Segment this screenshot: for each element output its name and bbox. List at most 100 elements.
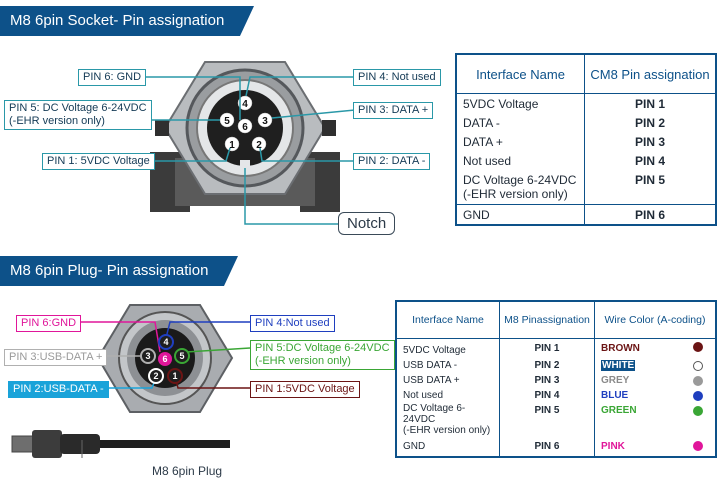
socket-line-pin6 <box>140 76 241 120</box>
plug-row2-pin: PIN 2 <box>499 358 595 373</box>
plug-pin-3 <box>140 348 156 364</box>
wire-color-dot <box>693 376 703 386</box>
socket-row5-name-line1: DC Voltage 6-24VDC <box>463 173 577 187</box>
socket-row1-name: 5VDC Voltage <box>455 93 585 113</box>
table-row: GND PIN 6 <box>455 204 716 225</box>
table-row: 5VDC Voltage PIN 1 BROWN <box>395 338 716 358</box>
socket-row5-pin: PIN 5 <box>584 170 716 205</box>
plug-connector-tip <box>11 435 35 453</box>
plug-callout-pin5-line1: PIN 5:DC Voltage 6-24VDC <box>255 342 390 354</box>
plug-callout-pin3: PIN 3:USB-DATA + <box>4 349 108 366</box>
socket-tab-right <box>322 120 336 136</box>
socket-callout-pin2: PIN 2: DATA - <box>353 153 431 170</box>
socket-notch <box>240 160 250 172</box>
plug-row6-color: PINK <box>594 436 716 457</box>
table-row: Not used PIN 4 <box>455 151 716 170</box>
table-row: DATA + PIN 3 <box>455 132 716 151</box>
plug-pin-num-6: 6 <box>162 354 167 364</box>
socket-pin-num-5: 5 <box>224 116 230 127</box>
socket-row1-pin: PIN 1 <box>584 93 716 113</box>
plug-row5-color-name: GREEN <box>601 405 637 416</box>
plug-callout-pin6: PIN 6:GND <box>16 315 82 332</box>
socket-pin-num-6: 6 <box>242 122 248 133</box>
plug-callout-pin2-text: PIN 2:USB-DATA - <box>13 383 104 395</box>
plug-callout-pin2: PIN 2:USB-DATA - <box>8 381 109 398</box>
plug-row4-name: Not used <box>395 388 500 403</box>
plug-callout-pin3-text: PIN 3:USB-DATA + <box>9 351 103 363</box>
plug-pin-4 <box>158 334 174 350</box>
plug-line-pin5 <box>185 347 251 353</box>
table-row: 5VDC Voltage PIN 1 <box>455 93 716 113</box>
plug-row5-color: GREEN <box>594 403 716 436</box>
plug-row1-color-name: BROWN <box>601 343 640 354</box>
plug-connector-nut <box>32 430 62 458</box>
plug-row5-name-line2: (-EHR version only) <box>403 425 491 436</box>
socket-callout-pin4: PIN 4: Not used <box>353 69 441 86</box>
plug-callout-pin5-line2: (-EHR version only) <box>255 355 351 367</box>
socket-row4-pin: PIN 4 <box>584 151 716 170</box>
plug-callout-pin6-text: PIN 6:GND <box>21 317 77 329</box>
socket-callout-pin6: PIN 6: GND <box>78 69 147 86</box>
plug-pin-num-5: 5 <box>179 351 184 361</box>
socket-callout-lines <box>140 76 356 225</box>
plug-row5-pin: PIN 5 <box>499 403 595 436</box>
plug-pin-6 <box>158 352 172 366</box>
plug-pin-num-3: 3 <box>145 351 150 361</box>
table-row: USB DATA + PIN 3 GREY <box>395 373 716 388</box>
socket-row3-pin: PIN 3 <box>584 132 716 151</box>
socket-row6-name: GND <box>455 204 585 225</box>
plug-title-text: M8 6pin Plug- Pin assignation <box>10 262 209 279</box>
socket-row3-name: DATA + <box>455 132 585 151</box>
socket-pin-num-1: 1 <box>229 140 235 151</box>
socket-pin-num-3: 3 <box>262 116 268 127</box>
plug-row4-pin: PIN 4 <box>499 388 595 403</box>
socket-callout-pin1-text: PIN 1: 5VDC Voltage <box>47 155 150 167</box>
socket-callout-pin1: PIN 1: 5VDC Voltage <box>42 153 155 170</box>
wire-color-dot <box>693 391 703 401</box>
socket-row4-name: Not used <box>455 151 585 170</box>
plug-image-label: M8 6pin Plug <box>152 464 223 478</box>
socket-callout-pin3: PIN 3: DATA + <box>353 102 434 119</box>
plug-row5-name: DC Voltage 6-24VDC (-EHR version only) <box>395 403 500 436</box>
plug-pin-num-2: 2 <box>153 371 158 381</box>
socket-drawing: 4 5 6 3 1 2 <box>140 61 356 225</box>
socket-notch-label: Notch <box>338 212 396 235</box>
socket-callout-pin6-text: PIN 6: GND <box>83 71 142 83</box>
table-row: GND PIN 6 PINK <box>395 436 716 457</box>
wire-color-dot <box>693 361 703 371</box>
plug-row3-color-name: GREY <box>601 375 630 386</box>
socket-line-pin3 <box>271 109 356 119</box>
plug-callout-pin4: PIN 4:Not used <box>250 315 335 332</box>
plug-callout-pin1: PIN 1:5VDC Voltage <box>250 381 360 398</box>
plug-connector-body <box>60 434 100 454</box>
socket-pin-3 <box>257 112 273 128</box>
table-row: Not used PIN 4 BLUE <box>395 388 716 403</box>
table-row: DC Voltage 6-24VDC (-EHR version only) P… <box>395 403 716 436</box>
plug-row3-pin: PIN 3 <box>499 373 595 388</box>
socket-pin-num-4: 4 <box>242 99 248 110</box>
plug-row5-name-line1: DC Voltage 6-24VDC <box>403 403 466 425</box>
plug-pin-1 <box>167 368 183 384</box>
socket-pin-1 <box>224 136 240 152</box>
plug-row4-color: BLUE <box>594 388 716 403</box>
plug-table-header: Interface Name M8 Pinassignation Wire Co… <box>395 300 717 339</box>
plug-row2-color: WHITE <box>594 358 716 373</box>
socket-pin-2 <box>251 136 267 152</box>
table-row: USB DATA - PIN 2 WHITE <box>395 358 716 373</box>
socket-line-pin2 <box>259 147 355 162</box>
socket-callout-pin2-text: PIN 2: DATA - <box>358 155 426 167</box>
socket-line-pin4 <box>245 76 355 97</box>
plug-line-pin4 <box>165 321 250 339</box>
socket-tab-left <box>155 120 169 136</box>
plug-row6-color-name: PINK <box>601 440 625 452</box>
socket-table-header: Interface Name CM8 Pin assignation <box>455 53 717 94</box>
plug-header-pin: M8 Pinassignation <box>499 300 595 339</box>
plug-header-interface: Interface Name <box>395 300 500 339</box>
socket-section-title: M8 6pin Socket- Pin assignation <box>0 6 254 36</box>
plug-row2-color-name: WHITE <box>601 360 636 371</box>
plug-row2-name: USB DATA - <box>395 358 500 373</box>
plug-row3-name: USB DATA + <box>395 373 500 388</box>
socket-callout-pin3-text: PIN 3: DATA + <box>358 104 429 116</box>
plug-row6-pin: PIN 6 <box>499 436 595 457</box>
wire-color-dot <box>693 406 703 416</box>
